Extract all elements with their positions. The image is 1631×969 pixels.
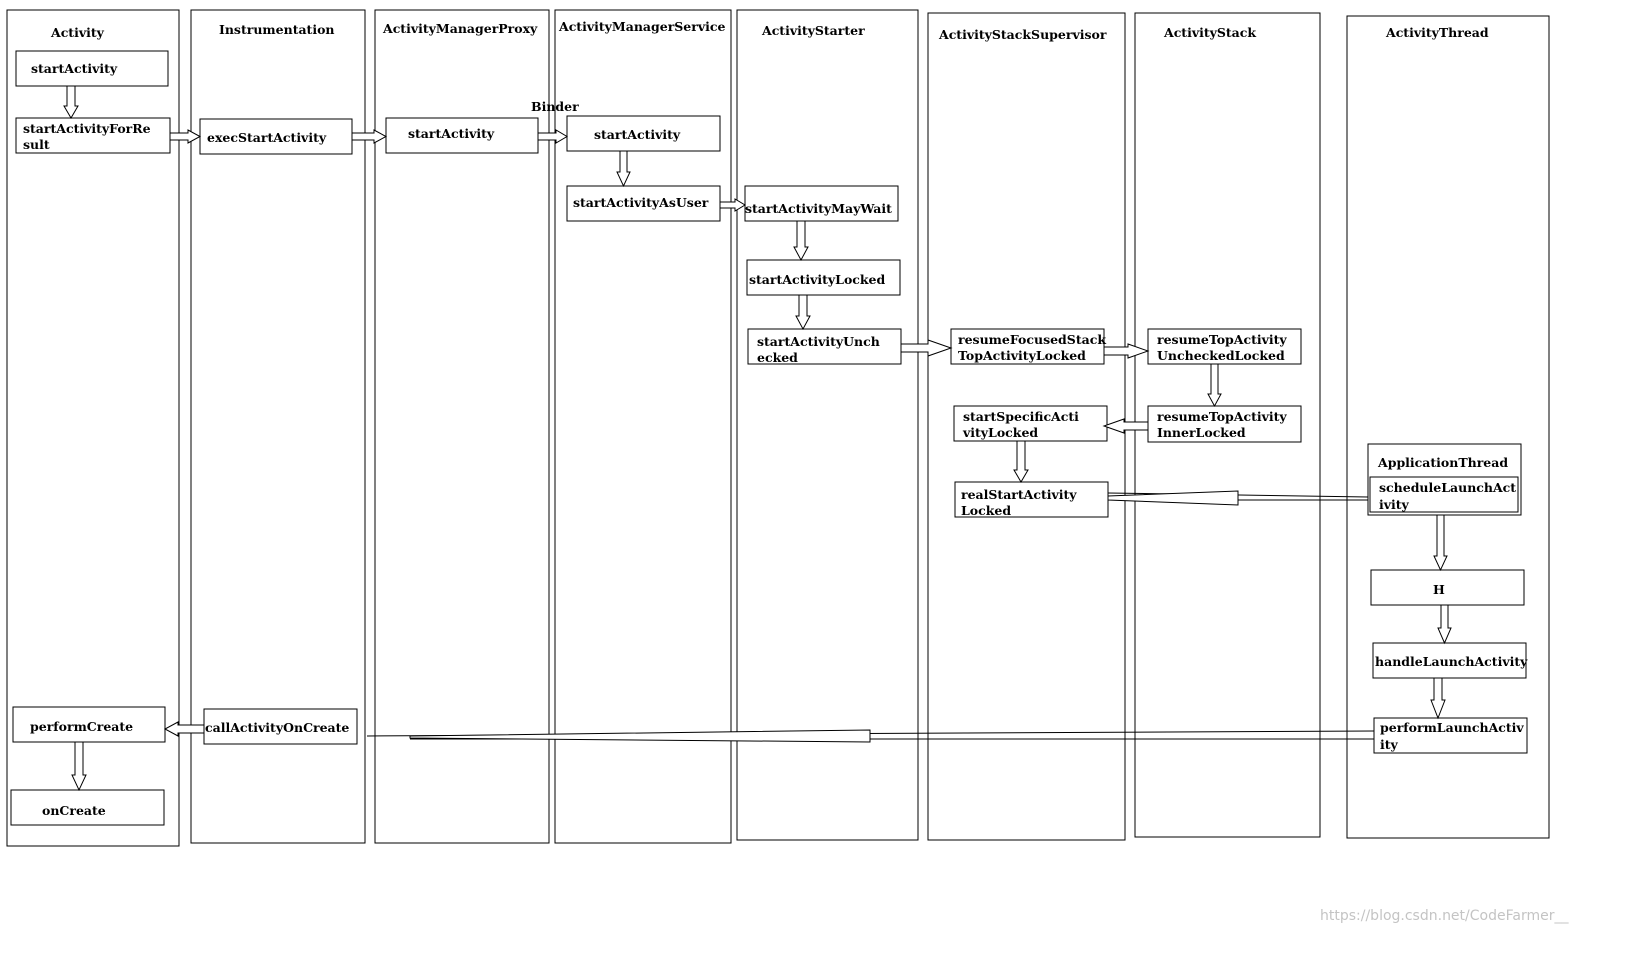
svg-text:ivity: ivity: [1379, 497, 1410, 512]
svg-text:TopActivityLocked: TopActivityLocked: [958, 348, 1086, 363]
box-starter-start-activity-unchecked: startActivityUnch ecked: [747, 328, 902, 365]
svg-text:callActivityOnCreate: callActivityOnCreate: [205, 720, 349, 735]
lane-title-activity-manager-proxy: ActivityManagerProxy: [382, 21, 538, 36]
arrow-unchecked-to-resumefocused: [900, 339, 953, 357]
arrow-callcreate-to-performcreate: [163, 721, 205, 737]
lane-title-activity-stack: ActivityStack: [1163, 25, 1256, 40]
arrow-resumetop-to-inner: [1207, 363, 1222, 408]
box-instrumentation-call-activity-on-create: callActivityOnCreate: [203, 708, 358, 745]
arrow-specific-to-realstart: [1013, 440, 1029, 483]
svg-text:handleLaunchActivity: handleLaunchActivity: [1375, 654, 1528, 669]
svg-text:resumeFocusedStack: resumeFocusedStack: [958, 332, 1106, 347]
box-activity-perform-create: performCreate: [12, 706, 166, 743]
svg-text:startActivityLocked: startActivityLocked: [749, 272, 886, 287]
svg-text:startSpecificActi: startSpecificActi: [963, 409, 1079, 424]
box-amp-start-activity: startActivity: [385, 117, 539, 154]
arrow-ams-start-to-asuser: [616, 150, 631, 188]
svg-text:realStartActivity: realStartActivity: [961, 487, 1077, 502]
box-stack-resume-top-activity-unchecked: resumeTopActivity UncheckedLocked: [1147, 328, 1302, 365]
box-activity-start-activity-for-result: startActivityForRe sult: [15, 117, 171, 154]
lane-title-instrumentation: Instrumentation: [219, 22, 335, 37]
return-lines: [366, 490, 1375, 743]
arrow-amp-to-ams-binder: [537, 129, 568, 144]
arrow-maywait-to-locked: [793, 220, 809, 262]
arrow-inner-to-specific: [1102, 418, 1149, 434]
vertical-arrows: [63, 85, 1452, 792]
svg-text:startActivity: startActivity: [408, 126, 495, 141]
lane-activity-thread: [1346, 15, 1550, 839]
lane-activity-starter: [736, 9, 919, 841]
horizontal-arrows: [169, 129, 1150, 359]
svg-text:performCreate: performCreate: [30, 719, 133, 734]
svg-text:UncheckedLocked: UncheckedLocked: [1157, 348, 1285, 363]
box-thread-handle-launch-activity: handleLaunchActivity: [1372, 642, 1528, 679]
box-activity-start-activity: startActivity: [15, 50, 169, 87]
svg-text:H: H: [1433, 582, 1445, 597]
box-thread-perform-launch-activity: performLaunchActiv ity: [1373, 717, 1528, 754]
box-thread-schedule-launch-activity: [1369, 476, 1519, 513]
box-instrumentation-exec-start-activity: execStartActivity: [199, 118, 353, 155]
box-supervisor-real-start-activity-locked: realStartActivity Locked: [954, 481, 1109, 518]
arrow-resumefocused-to-resumetop: [1103, 343, 1150, 359]
svg-text:startActivityAsUser: startActivityAsUser: [573, 195, 709, 210]
arrow-startactivity-to-forresult: [63, 85, 79, 119]
svg-text:startActivityUnch: startActivityUnch: [757, 334, 880, 349]
lane-activity-manager-service: [554, 9, 732, 844]
box-starter-start-activity-may-wait: startActivityMayWait: [744, 185, 899, 222]
box-thread-h: H: [1370, 569, 1525, 606]
lane-title-activity-stack-supervisor: ActivityStackSupervisor: [938, 27, 1107, 42]
arrow-schedule-to-h: [1433, 514, 1448, 572]
arrow-performcreate-to-oncreate: [71, 741, 87, 792]
binder-label: Binder: [531, 99, 579, 114]
return-arrow-performlaunch-to-callcreate: [409, 729, 871, 743]
lane-instrumentation: [190, 9, 366, 844]
lane-title-activity-manager-service: ActivityManagerService: [558, 19, 725, 34]
lane-titles: Activity Instrumentation ActivityManager…: [50, 19, 1489, 42]
box-supervisor-resume-focused-stack: resumeFocusedStack TopActivityLocked: [950, 328, 1106, 365]
method-boxes: startActivity startActivityForRe sult pe…: [10, 50, 1528, 826]
svg-text:startActivityForRe: startActivityForRe: [23, 121, 151, 136]
box-ams-start-activity-as-user: startActivityAsUser: [566, 185, 721, 222]
box-stack-resume-top-activity-inner: resumeTopActivity InnerLocked: [1147, 405, 1302, 443]
swimlanes: [6, 9, 1550, 847]
watermark: https://blog.csdn.net/CodeFarmer__: [1320, 908, 1569, 924]
lane-title-activity-starter: ActivityStarter: [761, 23, 865, 38]
svg-text:resumeTopActivity: resumeTopActivity: [1157, 332, 1287, 347]
box-activity-on-create: onCreate: [10, 789, 165, 826]
svg-text:sult: sult: [23, 137, 50, 152]
svg-text:startActivity: startActivity: [31, 61, 118, 76]
box-thread-application-thread: ApplicationThread scheduleLaunchAct ivit…: [1367, 443, 1522, 516]
box-supervisor-start-specific-activity-locked: startSpecificActi vityLocked: [953, 405, 1108, 442]
lane-activity: [6, 9, 180, 847]
lane-activity-manager-proxy: [374, 9, 550, 844]
lane-title-activity: Activity: [50, 25, 105, 40]
svg-text:ity: ity: [1380, 737, 1399, 752]
arrow-forresult-to-exec: [169, 129, 202, 144]
box-ams-start-activity: startActivity: [566, 115, 721, 152]
svg-text:startActivityMayWait: startActivityMayWait: [745, 201, 892, 216]
svg-text:startActivity: startActivity: [594, 127, 681, 142]
svg-text:vityLocked: vityLocked: [962, 425, 1038, 440]
svg-text:Locked: Locked: [961, 503, 1011, 518]
arrow-handle-to-performlaunch: [1430, 677, 1446, 720]
svg-text:execStartActivity: execStartActivity: [207, 130, 327, 145]
svg-text:ApplicationThread: ApplicationThread: [1377, 455, 1508, 470]
svg-text:performLaunchActiv: performLaunchActiv: [1380, 720, 1524, 735]
svg-text:scheduleLaunchAct: scheduleLaunchAct: [1379, 480, 1516, 495]
svg-text:ecked: ecked: [757, 350, 798, 365]
left-arrows: [163, 418, 1149, 737]
arrow-exec-to-amp: [351, 129, 388, 144]
lane-title-activity-thread: ActivityThread: [1385, 25, 1489, 40]
box-starter-start-activity-locked: startActivityLocked: [746, 259, 901, 296]
arrow-h-to-handle: [1437, 604, 1452, 645]
svg-text:onCreate: onCreate: [42, 803, 106, 818]
arrow-asuser-to-maywait: [719, 198, 746, 212]
svg-text:InnerLocked: InnerLocked: [1157, 425, 1246, 440]
svg-text:resumeTopActivity: resumeTopActivity: [1157, 409, 1287, 424]
arrow-locked-to-unchecked: [795, 294, 811, 331]
